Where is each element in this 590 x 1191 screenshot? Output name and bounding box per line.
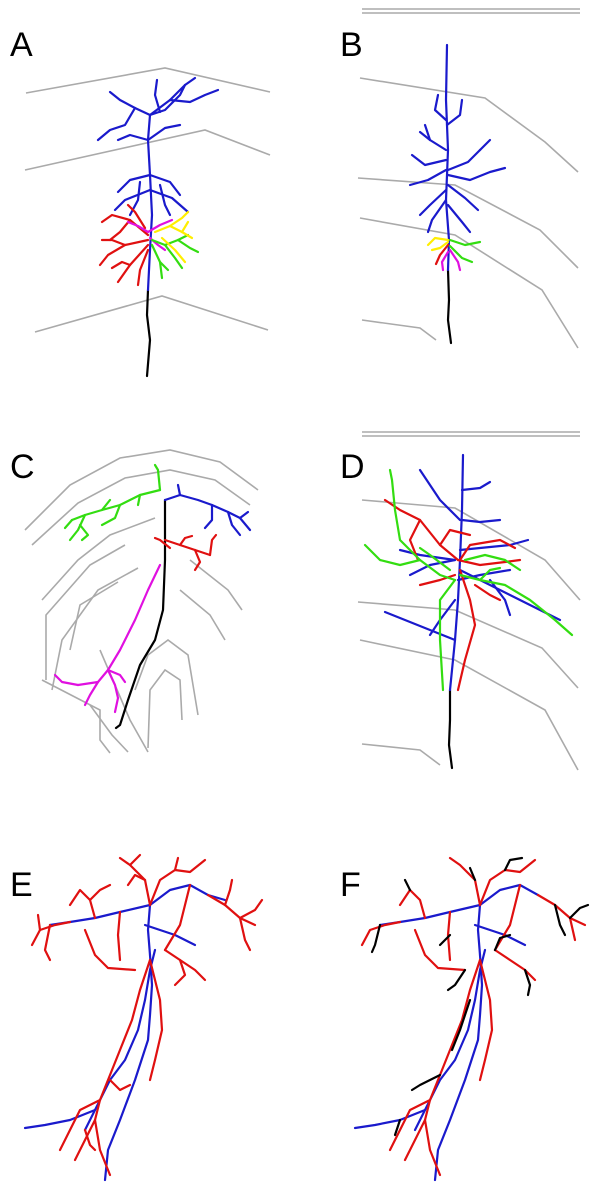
panel-label-b: B: [340, 26, 363, 64]
neuron-b: [410, 45, 505, 343]
panel-label-f: F: [340, 866, 361, 904]
neuron-c: [55, 465, 250, 728]
panel-label-d: D: [340, 448, 365, 486]
red-branches-e: [32, 855, 262, 1175]
panel-label-a: A: [10, 26, 33, 64]
blue-branches-f: [355, 885, 538, 1180]
basal-green-a: [152, 235, 198, 278]
panel-e: E: [10, 855, 262, 1180]
axon-c: [116, 500, 165, 728]
neuron-f: [355, 858, 588, 1180]
axon-d: [449, 690, 452, 768]
basal-red-a: [100, 205, 148, 285]
panel-label-c: C: [10, 448, 35, 486]
panel-c: C: [10, 448, 258, 753]
panel-d: D: [340, 432, 580, 770]
neuron-e: [25, 855, 262, 1180]
panel-f: F: [340, 858, 588, 1180]
panel-b: B: [340, 9, 580, 348]
apical-blue-d: [385, 455, 560, 690]
axon-a: [147, 290, 150, 376]
axon-b: [448, 270, 451, 343]
panel-label-e: E: [10, 866, 33, 904]
neuron-a: [98, 78, 218, 376]
neuron-d: [365, 455, 572, 768]
panel-a: A: [10, 26, 270, 376]
blue-branches-e: [25, 885, 225, 1180]
apical-blue-c: [165, 485, 250, 535]
layer-boundaries-b: [358, 9, 580, 348]
basal-b: [428, 238, 480, 270]
